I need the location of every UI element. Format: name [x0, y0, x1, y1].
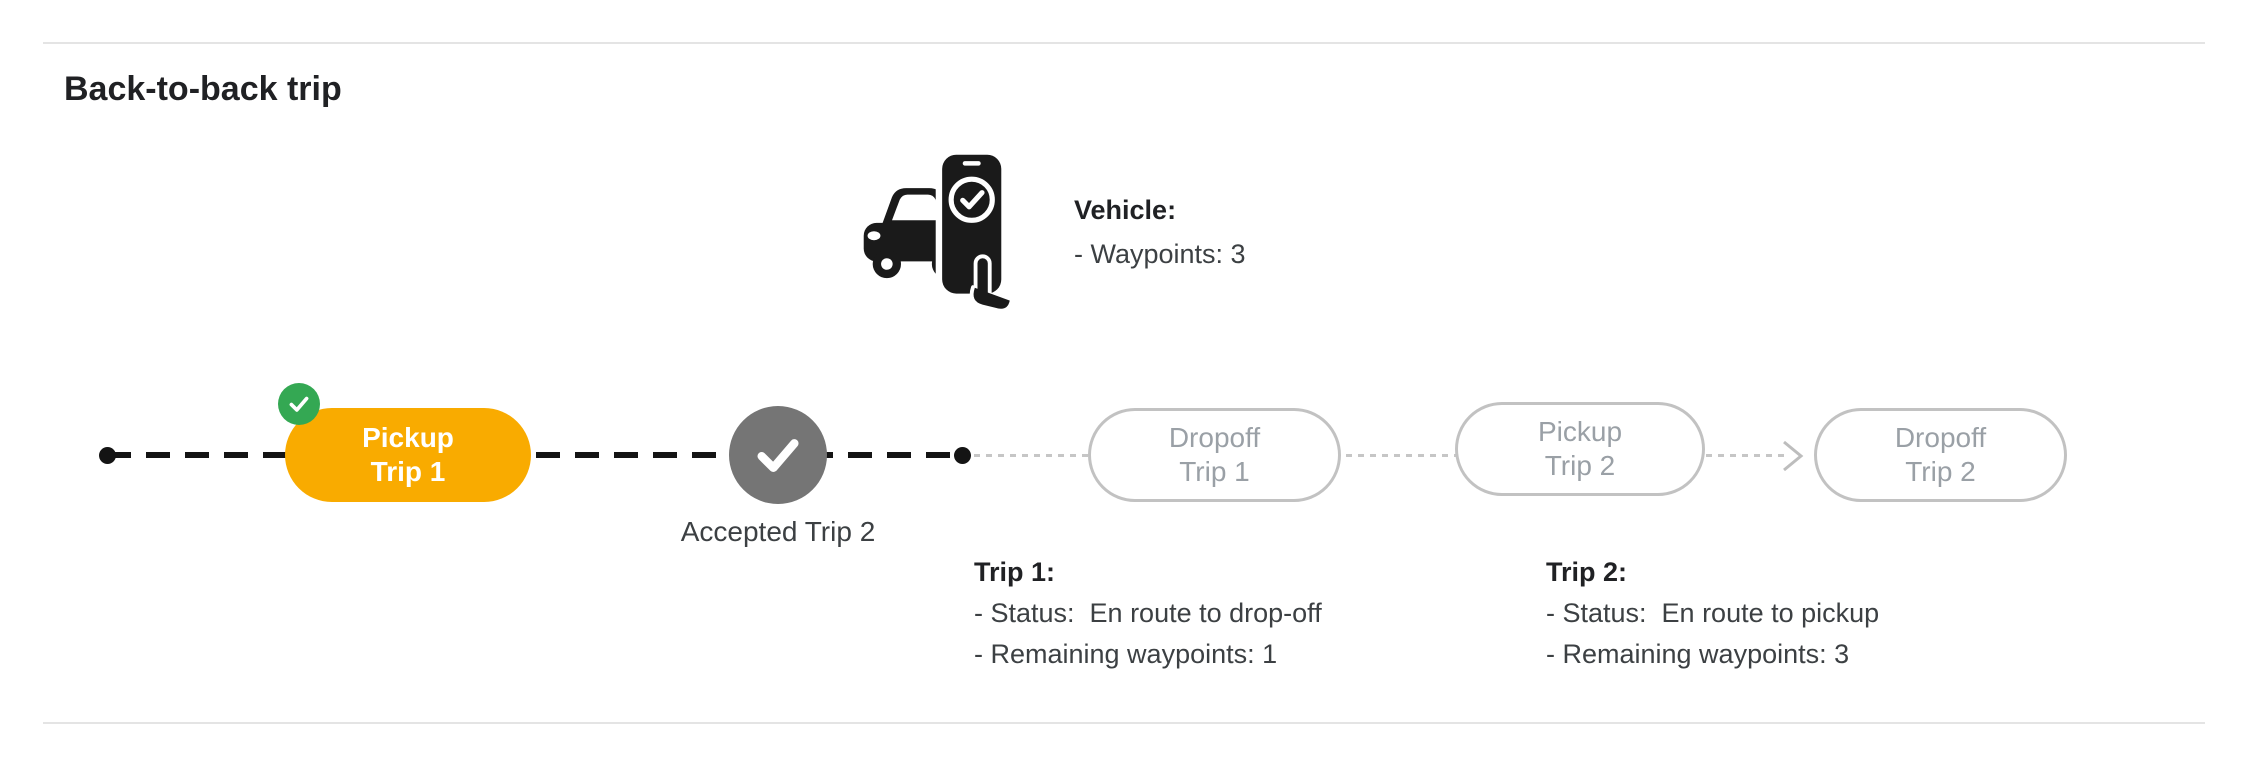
check-icon — [757, 439, 799, 473]
route-start-dot — [99, 447, 116, 464]
pill-label-line2: Trip 2 — [1905, 456, 1976, 487]
page-title: Back-to-back trip — [64, 70, 342, 108]
dropoff-trip1-pill: Dropoff Trip 1 — [1088, 408, 1341, 502]
arrowhead-icon — [1780, 437, 1806, 480]
pickup-trip2-pill: Pickup Trip 2 — [1455, 402, 1705, 496]
completed-route-dashed-line — [107, 452, 963, 458]
pill-label-line1: Dropoff — [1168, 422, 1261, 453]
accepted-trip2-label: Accepted Trip 2 — [680, 516, 876, 547]
trip2-remaining-waypoints: - Remaining waypoints: 3 — [1546, 639, 1850, 669]
pickup-trip1-pill: Pickup Trip 1 — [285, 408, 531, 502]
pickup-trip1-check-badge — [278, 383, 320, 425]
pill-label-line2: Trip 2 — [1544, 450, 1616, 481]
trip2-info-title: Trip 2: — [1546, 557, 1628, 587]
trip1-info: Trip 1: - Status: En route to drop-off -… — [974, 552, 1322, 675]
pill-label-line1: Pickup — [362, 422, 454, 453]
vehicle-phone-check-icon — [856, 138, 1036, 318]
pill-label-line2: Trip 1 — [1179, 456, 1250, 487]
top-divider — [43, 42, 2205, 44]
upcoming-route-dotted-line — [962, 454, 1790, 457]
bottom-divider — [43, 722, 2205, 724]
pill-label-line1: Dropoff — [1894, 422, 1987, 453]
pill-label-line2: Trip 1 — [370, 456, 446, 487]
phone-check — [935, 148, 1014, 313]
dropoff-trip2-pill: Dropoff Trip 2 — [1814, 408, 2067, 502]
pill-label-line1: Pickup — [1537, 416, 1623, 447]
trip1-status: - Status: En route to drop-off — [974, 598, 1322, 628]
trip2-status: - Status: En route to pickup — [1546, 598, 1880, 628]
vehicle-info-title: Vehicle: — [1074, 195, 1177, 225]
trip1-remaining-waypoints: - Remaining waypoints: 1 — [974, 639, 1278, 669]
accepted-trip2-node — [729, 406, 827, 504]
trip2-info: Trip 2: - Status: En route to pickup - R… — [1546, 552, 1879, 675]
trip1-info-title: Trip 1: — [974, 557, 1056, 587]
current-position-dot — [954, 447, 971, 464]
vehicle-waypoints: - Waypoints: 3 — [1074, 239, 1246, 269]
vehicle-info: Vehicle: - Waypoints: 3 — [1074, 188, 1246, 276]
check-icon — [289, 396, 309, 412]
